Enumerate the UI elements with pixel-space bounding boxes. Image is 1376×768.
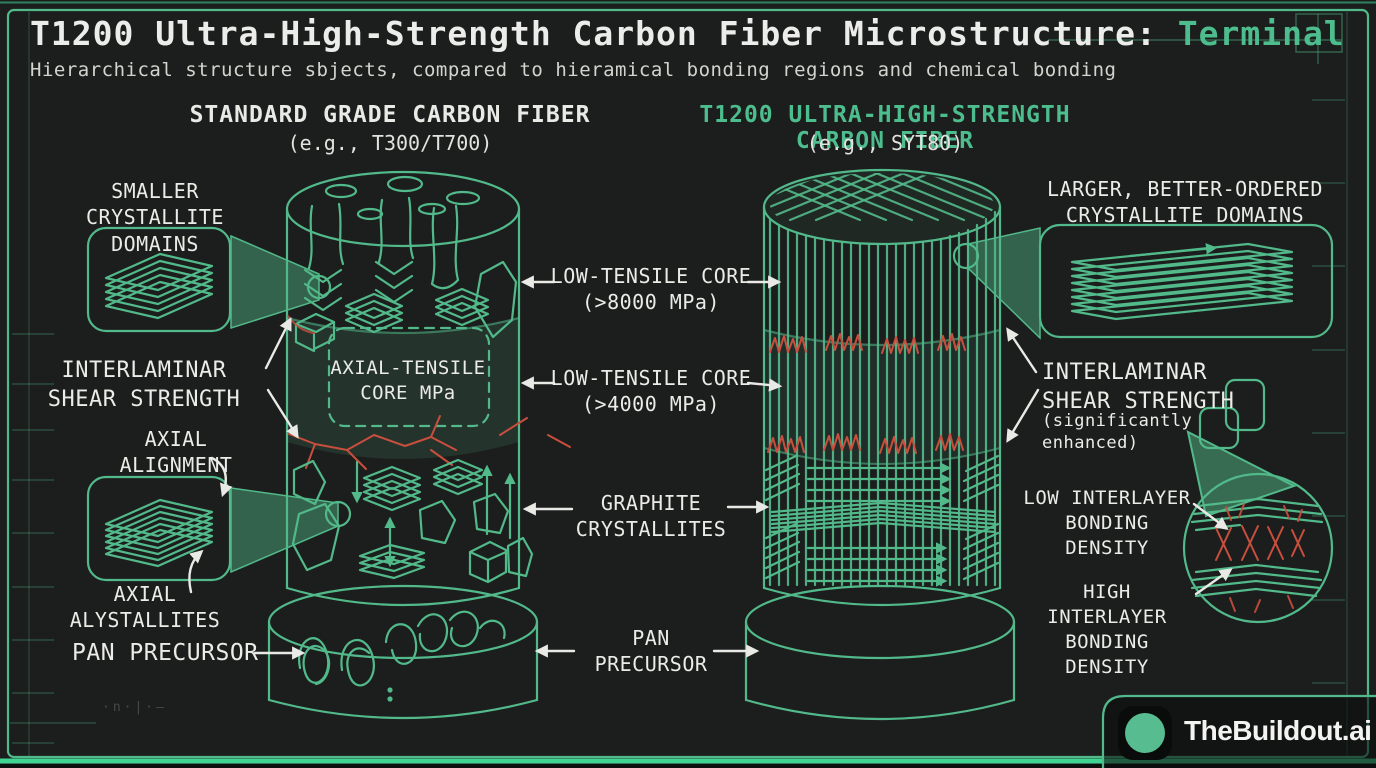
left-column-subtitle: (e.g., T300/T700) [287,131,493,155]
alignment-direction-arrow [1128,243,1218,258]
brand-name: TheBuildout.ai [1184,715,1372,746]
callout-larger-domains [952,223,1334,340]
bonding-band-upper [769,333,966,354]
label-pan-precursor-left: PAN PRECURSOR [72,640,259,666]
label-smaller-crystallite-domains: SMALLER CRYSTALLITE DOMAINS [86,179,224,256]
label-interlaminar-note: (significantly enhanced) [1042,411,1193,454]
label-graphite-crystallites: GRAPHITE CRYSTALLITES [575,491,727,542]
label-low-tensile-core-8000: LOW-TENSILE CORE (>8000 MPa) [550,264,752,315]
magnifier-bonding-detail [1182,430,1334,624]
brand-logo-icon [1125,713,1165,753]
left-annotation-arrows [188,317,306,660]
label-interlaminar-shear-right: INTERLAMINAR SHEAR STRENGTH [1042,360,1235,415]
label-axial-alignment: AXIAL ALIGNMENT [119,427,233,478]
callout-interlaminar-enhanced [1006,327,1266,450]
right-column-subtitle: (e.g., SYT80) [806,131,964,155]
label-larger-ordered-domains: LARGER, BETTER-ORDERED CRYSTALLITE DOMAI… [1047,177,1323,228]
standard-top-crystallites [294,175,518,353]
crack-lines [287,315,571,470]
callout-axial-crystallites [86,475,352,582]
bonding-band-lower [767,433,964,454]
page-subtitle: Hierarchical structure sbjects, compared… [30,59,1117,81]
axial-fibers [768,210,997,587]
t1200-pan-base [744,584,1016,721]
label-pan-precursor-center: PAN PRECURSOR [594,626,708,677]
brand-badge [1101,694,1376,768]
sheet-stack-icon [104,252,214,320]
ordered-sheet-stack-icon [1070,242,1294,321]
label-low-tensile-core-4000: LOW-TENSILE CORE (>4000 MPa) [550,366,752,417]
aligned-graphite-layers [764,454,1000,587]
crosslink-bonds [1215,525,1305,561]
label-low-interlayer-bonding: LOW INTERLAYER BONDING DENSITY [1023,487,1191,560]
t1200-fiber-cylinder [744,168,1016,721]
label-axial-crystallites: AXIAL ALYSTALLITES [69,582,221,633]
page-title-accent: Terminal [1177,14,1345,53]
axial-core-region [327,326,491,428]
right-column-title: T1200 ULTRA-HIGH-STRENGTH CARBON FIBER [699,102,1071,154]
page-title: T1200 Ultra-High-Strength Carbon Fiber M… [30,14,1345,53]
standard-lower-crystallites [291,458,534,584]
standard-fiber-cylinder [267,170,571,720]
label-high-interlayer-bonding: HIGH INTERLAYER BONDING DENSITY [1047,581,1167,679]
label-interlaminar-shear-left: INTERLAMINAR SHEAR STRENGTH [47,358,241,413]
center-annotation-arrows [520,275,783,658]
sheet-stack-icon [104,498,214,568]
label-axial-tensile-core: AXIAL-TENSILE CORE MPa [330,357,486,405]
callout-smaller-domains [86,226,332,333]
page-title-main: T1200 Ultra-High-Strength Carbon Fiber M… [30,14,1157,53]
standard-pan-base [267,584,539,720]
left-column-title: STANDARD GRADE CARBON FIBER [189,102,591,128]
polymer-squiggle [298,610,506,687]
corner-registration-mark: ·n·|·– [102,700,167,715]
